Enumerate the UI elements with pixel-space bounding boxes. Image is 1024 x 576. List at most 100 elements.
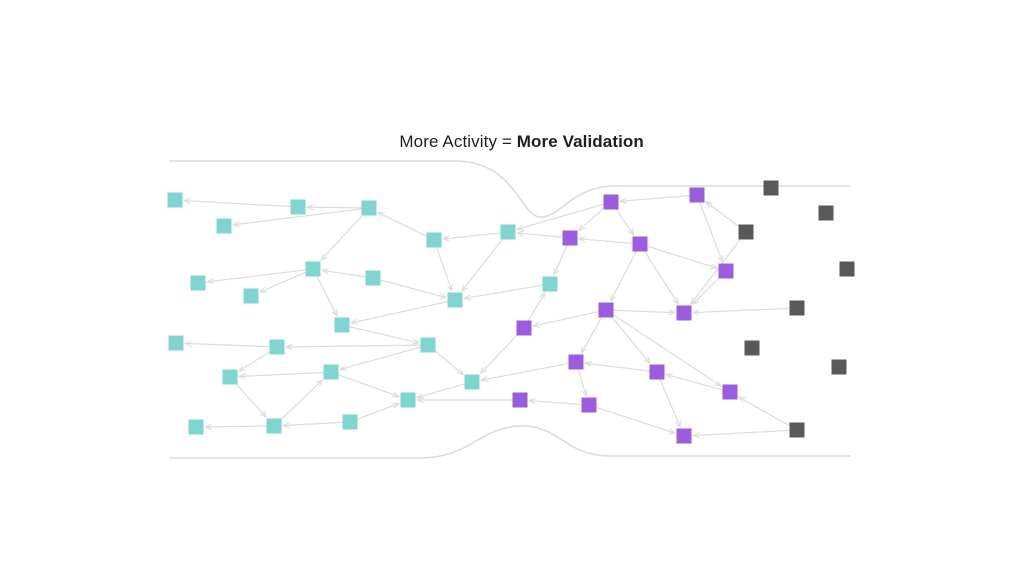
node-teal-t15[interactable] <box>222 369 238 385</box>
edge <box>527 293 544 321</box>
node-purple-p8[interactable] <box>516 320 532 336</box>
node-teal-t19[interactable] <box>188 419 204 435</box>
node-teal-t10[interactable] <box>447 292 463 308</box>
edge <box>338 374 399 397</box>
node-teal-t4[interactable] <box>216 218 232 234</box>
node-teal-t6[interactable] <box>305 261 321 277</box>
edge <box>517 233 563 238</box>
node-purple-p9[interactable] <box>568 354 584 370</box>
node-purple-p14[interactable] <box>676 428 692 444</box>
edge <box>611 251 637 301</box>
node-teal-t13[interactable] <box>269 339 285 355</box>
edge <box>316 276 337 316</box>
edge <box>184 201 291 208</box>
edge <box>443 232 501 239</box>
edge <box>706 202 739 227</box>
node-gray-g2[interactable] <box>818 205 834 221</box>
node-gray-g7[interactable] <box>831 359 847 375</box>
edge <box>579 239 633 244</box>
node-purple-p6[interactable] <box>598 302 614 318</box>
node-purple-p13[interactable] <box>581 397 597 413</box>
edge <box>693 307 790 312</box>
page-title-emphasis: More Validation <box>516 132 644 151</box>
edge <box>481 335 518 374</box>
edge <box>380 279 446 297</box>
node-purple-p1[interactable] <box>603 194 619 210</box>
node-teal-t8[interactable] <box>365 270 381 286</box>
guide-line-top-wave <box>169 160 851 218</box>
node-gray-g6[interactable] <box>744 340 760 356</box>
node-gray-g3[interactable] <box>738 224 754 240</box>
edge <box>417 383 465 397</box>
edge <box>464 284 543 298</box>
edge <box>666 375 723 391</box>
node-teal-t9[interactable] <box>243 288 259 304</box>
node-teal-t21[interactable] <box>342 414 358 430</box>
page-title: More Activity = More Validation <box>0 112 1024 172</box>
edge <box>533 311 599 326</box>
edge <box>239 371 324 376</box>
node-teal-t5[interactable] <box>426 232 442 248</box>
node-purple-p11[interactable] <box>722 384 738 400</box>
edge <box>699 202 723 262</box>
node-purple-p12[interactable] <box>512 392 528 408</box>
edge <box>659 379 680 427</box>
node-purple-p10[interactable] <box>649 364 665 380</box>
edge <box>691 239 741 304</box>
edge <box>322 270 366 278</box>
nodes-group <box>167 180 855 444</box>
edge <box>321 215 363 261</box>
node-purple-p3[interactable] <box>562 230 578 246</box>
node-teal-t2[interactable] <box>290 199 306 215</box>
node-teal-t20[interactable] <box>266 418 282 434</box>
node-teal-t3[interactable] <box>361 200 377 216</box>
edge <box>517 203 604 229</box>
edge <box>644 251 678 304</box>
edge <box>613 314 721 386</box>
edge <box>281 380 323 420</box>
edge <box>611 317 649 363</box>
edge <box>307 207 362 208</box>
node-purple-p7[interactable] <box>676 305 692 321</box>
node-gray-g4[interactable] <box>839 261 855 277</box>
edge <box>236 384 266 418</box>
node-teal-t23[interactable] <box>542 276 558 292</box>
edge <box>205 426 267 427</box>
node-teal-t11[interactable] <box>334 317 350 333</box>
node-teal-t14[interactable] <box>420 337 436 353</box>
node-purple-p4[interactable] <box>632 236 648 252</box>
node-purple-p5[interactable] <box>718 263 734 279</box>
node-gray-g5[interactable] <box>789 300 805 316</box>
edge <box>207 269 306 282</box>
edge <box>357 404 399 420</box>
edge <box>613 310 675 312</box>
node-purple-p2[interactable] <box>689 187 705 203</box>
edge <box>579 208 604 231</box>
node-teal-t17[interactable] <box>464 374 480 390</box>
node-teal-t7[interactable] <box>190 275 206 291</box>
node-teal-t22[interactable] <box>500 224 516 240</box>
edge <box>233 208 362 225</box>
edge <box>436 247 452 291</box>
node-gray-g8[interactable] <box>789 422 805 438</box>
node-teal-t12[interactable] <box>168 335 184 351</box>
edge <box>596 406 675 432</box>
edge <box>351 301 448 323</box>
edge <box>239 351 270 371</box>
edge <box>620 195 690 202</box>
node-teal-t1[interactable] <box>167 192 183 208</box>
edge <box>462 239 503 291</box>
edge <box>283 421 343 425</box>
edge <box>435 350 463 374</box>
edge <box>577 369 586 396</box>
edge <box>378 213 427 237</box>
node-teal-t18[interactable] <box>400 392 416 408</box>
edge <box>286 345 421 347</box>
edge <box>647 245 717 268</box>
edge <box>615 209 634 235</box>
node-teal-t16[interactable] <box>323 364 339 380</box>
node-gray-g1[interactable] <box>763 180 779 196</box>
edge <box>739 397 790 427</box>
edge <box>693 278 719 305</box>
